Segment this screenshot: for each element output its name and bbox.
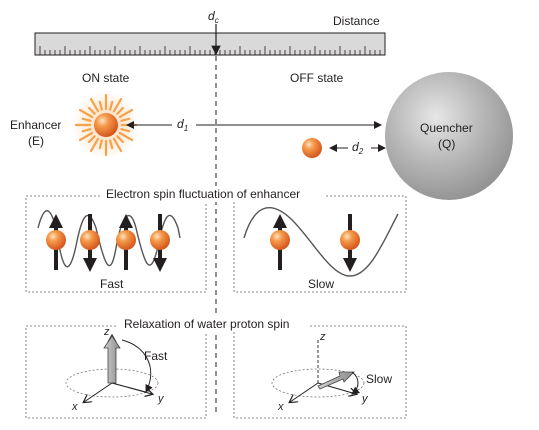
d1-label: d1 [177,117,188,133]
glow-ray [120,117,131,122]
glow-ray [109,100,114,111]
relax-slow-label: Slow [366,372,392,386]
glow-ray [116,135,125,144]
fast-magnetization-vector [103,335,121,384]
glow-ray [87,106,96,115]
off-state-label: OFF state [290,71,344,85]
enhancer-label-line1: Enhancer [10,118,61,132]
relax-title-bg [118,316,310,332]
quencher-sphere [385,72,513,200]
spin-down-arrow [150,214,170,272]
fast-x-axis [84,382,113,402]
glow-ray [98,100,103,111]
enhancer-sphere [94,113,118,137]
relax-panel-fast-box [25,325,207,419]
dc-label: dc [208,9,219,25]
glow-ray [78,131,94,142]
spin-up-arrow [116,214,136,270]
glow-ray [109,139,114,150]
fast-z-label: z [103,326,110,338]
relax-fast-label: Fast [144,349,168,363]
d2-label: d2 [352,140,364,156]
spin-fast-label: Fast [100,277,124,291]
spin-up-arrow [46,214,66,270]
glow-ray [112,137,123,153]
glow-ray [89,137,100,153]
glow-ray [81,117,92,122]
glow-ray [98,139,103,150]
spin-sphere [270,230,290,250]
slow-precession-ellipse [271,368,365,398]
spin-down-arrow [340,214,360,272]
fast-precession-ellipse [65,368,159,398]
glow-ray [118,131,134,142]
relax-panel-slow-box [233,325,407,419]
on-state-label: ON state [82,71,130,85]
fast-x-label: x [71,401,78,413]
off-enhancer-sphere [302,138,322,158]
quencher-label-line2: (Q) [438,137,455,151]
relax-slow-diagram [271,338,365,402]
spin-sphere [116,230,136,250]
relax-fast-diagram [65,335,159,402]
spin-sphere [46,230,66,250]
relax-panel-title: Relaxation of water proton spin [124,317,289,331]
quencher-label-line1: Quencher [420,121,473,135]
glow-ray [116,106,125,115]
distance-label: Distance [333,14,380,28]
fast-relax-arc [121,339,153,393]
glow-ray [118,108,134,119]
spin-panel-title: Electron spin fluctuation of enhancer [106,187,300,201]
spin-up-arrow [270,214,290,270]
glow-ray [89,97,100,113]
glow-ray [78,108,94,119]
slow-y-label: y [361,393,369,405]
glow-ray [120,128,131,133]
slow-wave [243,207,399,277]
glow-ray [81,128,92,133]
slow-magnetization-vector [317,371,355,390]
spin-sphere [340,230,360,250]
spin-slow-label: Slow [308,277,334,291]
ruler [34,32,386,56]
spin-sphere [150,230,170,250]
glow-ray [87,135,96,144]
slow-z-label: z [319,331,326,343]
slow-x-label: x [277,401,284,413]
slow-x-axis [290,382,319,402]
slow-relax-arc [351,371,360,395]
fast-y-label: y [157,393,165,405]
spin-title-bg [100,186,326,202]
spin-down-arrow [80,214,100,272]
fast-bracket [111,382,151,393]
enhancer-label-line2: (E) [28,134,44,148]
spin-arrows [46,214,360,272]
glow-ray [112,97,123,113]
spin-sphere [80,230,100,250]
